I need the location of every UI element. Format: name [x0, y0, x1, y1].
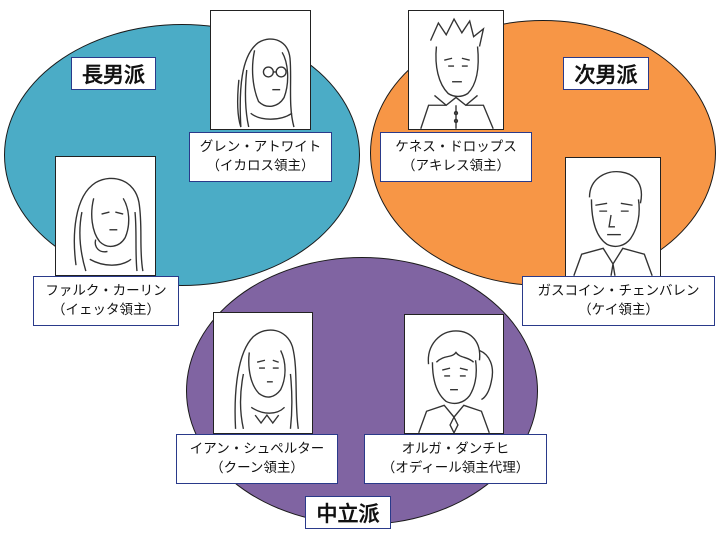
falk-title: （イェッタ領主） [52, 302, 160, 318]
ian-portrait-icon [213, 312, 313, 434]
eldest-faction-label: 長男派 [71, 57, 156, 90]
neutral-faction-label: 中立派 [305, 496, 391, 529]
falk-portrait-icon [55, 156, 156, 276]
olga-caption: オルガ・ダンチヒ （オディール領主代理） [364, 434, 547, 484]
glen-title: （イカロス領主） [206, 158, 315, 174]
kenneth-name: ケネス・ドロップス [395, 139, 517, 155]
ian-title: （クーン領主） [210, 460, 304, 476]
glen-name: グレン・アトワイト [199, 139, 322, 155]
olga-title: （オディール領主代理） [381, 460, 530, 476]
falk-name: ファルク・カーリン [45, 283, 167, 299]
kenneth-portrait-icon [408, 10, 504, 130]
second-faction-label: 次男派 [563, 57, 649, 90]
ian-caption: イアン・シュペルター （クーン領主） [176, 434, 338, 484]
gascoigne-title: （ケイ領主） [578, 302, 659, 318]
ian-name: イアン・シュペルター [189, 441, 325, 457]
gascoigne-caption: ガスコイン・チェンバレン （ケイ領主） [522, 276, 715, 326]
gascoigne-portrait-icon [565, 157, 661, 277]
gascoigne-name: ガスコイン・チェンバレン [537, 283, 700, 299]
glen-portrait-icon [210, 10, 311, 130]
olga-name: オルガ・ダンチヒ [401, 441, 510, 457]
olga-portrait-icon [404, 314, 504, 434]
glen-caption: グレン・アトワイト （イカロス領主） [189, 132, 332, 182]
kenneth-caption: ケネス・ドロップス （アキレス領主） [380, 132, 532, 182]
kenneth-title: （アキレス領主） [402, 158, 510, 174]
falk-caption: ファルク・カーリン （イェッタ領主） [33, 276, 179, 326]
